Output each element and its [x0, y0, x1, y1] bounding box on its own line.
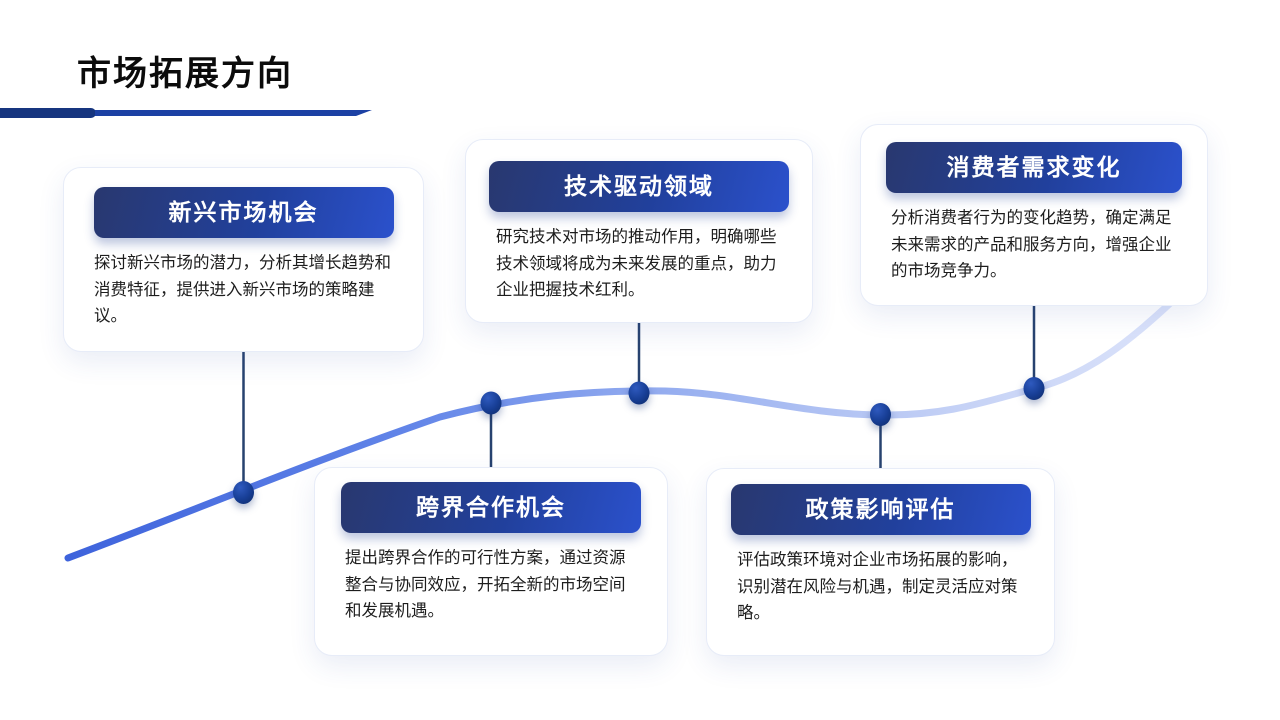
title-underline-thick [0, 108, 96, 118]
card-technology-driven-field: 技术驱动领域 研究技术对市场的推动作用，明确哪些技术领域将成为未来发展的重点，助… [465, 139, 813, 323]
card-title-badge: 消费者需求变化 [886, 142, 1182, 193]
card-title-badge: 跨界合作机会 [341, 482, 641, 533]
card-description: 探讨新兴市场的潜力，分析其增长趋势和消费特征，提供进入新兴市场的策略建议。 [94, 254, 391, 325]
card-description: 分析消费者行为的变化趋势，确定满足未来需求的产品和服务方向，增强企业的市场竞争力… [891, 209, 1172, 280]
card-policy-impact-assessment: 政策影响评估 评估政策环境对企业市场拓展的影响，识别潜在风险与机遇，制定灵活应对… [706, 468, 1055, 656]
card-description: 提出跨界合作的可行性方案，通过资源整合与协同效应，开拓全新的市场空间和发展机遇。 [345, 549, 626, 620]
card-description: 评估政策环境对企业市场拓展的影响，识别潜在风险与机遇，制定灵活应对策略。 [737, 551, 1018, 622]
card-consumer-demand-change: 消费者需求变化 分析消费者行为的变化趋势，确定满足未来需求的产品和服务方向，增强… [860, 124, 1208, 306]
timeline-node-5 [1023, 377, 1045, 400]
card-title-badge: 新兴市场机会 [93, 187, 394, 238]
card-title-badge: 技术驱动领域 [489, 161, 789, 212]
timeline-node-2 [480, 391, 502, 415]
card-description: 研究技术对市场的推动作用，明确哪些技术领域将成为未来发展的重点，助力企业把握技术… [496, 228, 777, 299]
title-underline-thin [95, 110, 372, 116]
card-emerging-market-opportunity: 新兴市场机会 探讨新兴市场的潜力，分析其增长趋势和消费特征，提供进入新兴市场的策… [63, 167, 424, 352]
page-title: 市场拓展方向 [77, 55, 293, 93]
timeline-node-3 [628, 381, 650, 405]
timeline-node-1 [233, 481, 254, 504]
card-cross-industry-cooperation: 跨界合作机会 提出跨界合作的可行性方案，通过资源整合与协同效应，开拓全新的市场空… [314, 467, 668, 656]
card-title-badge: 政策影响评估 [730, 484, 1031, 535]
timeline-node-4 [870, 403, 891, 426]
growth-curve [64, 276, 1199, 562]
